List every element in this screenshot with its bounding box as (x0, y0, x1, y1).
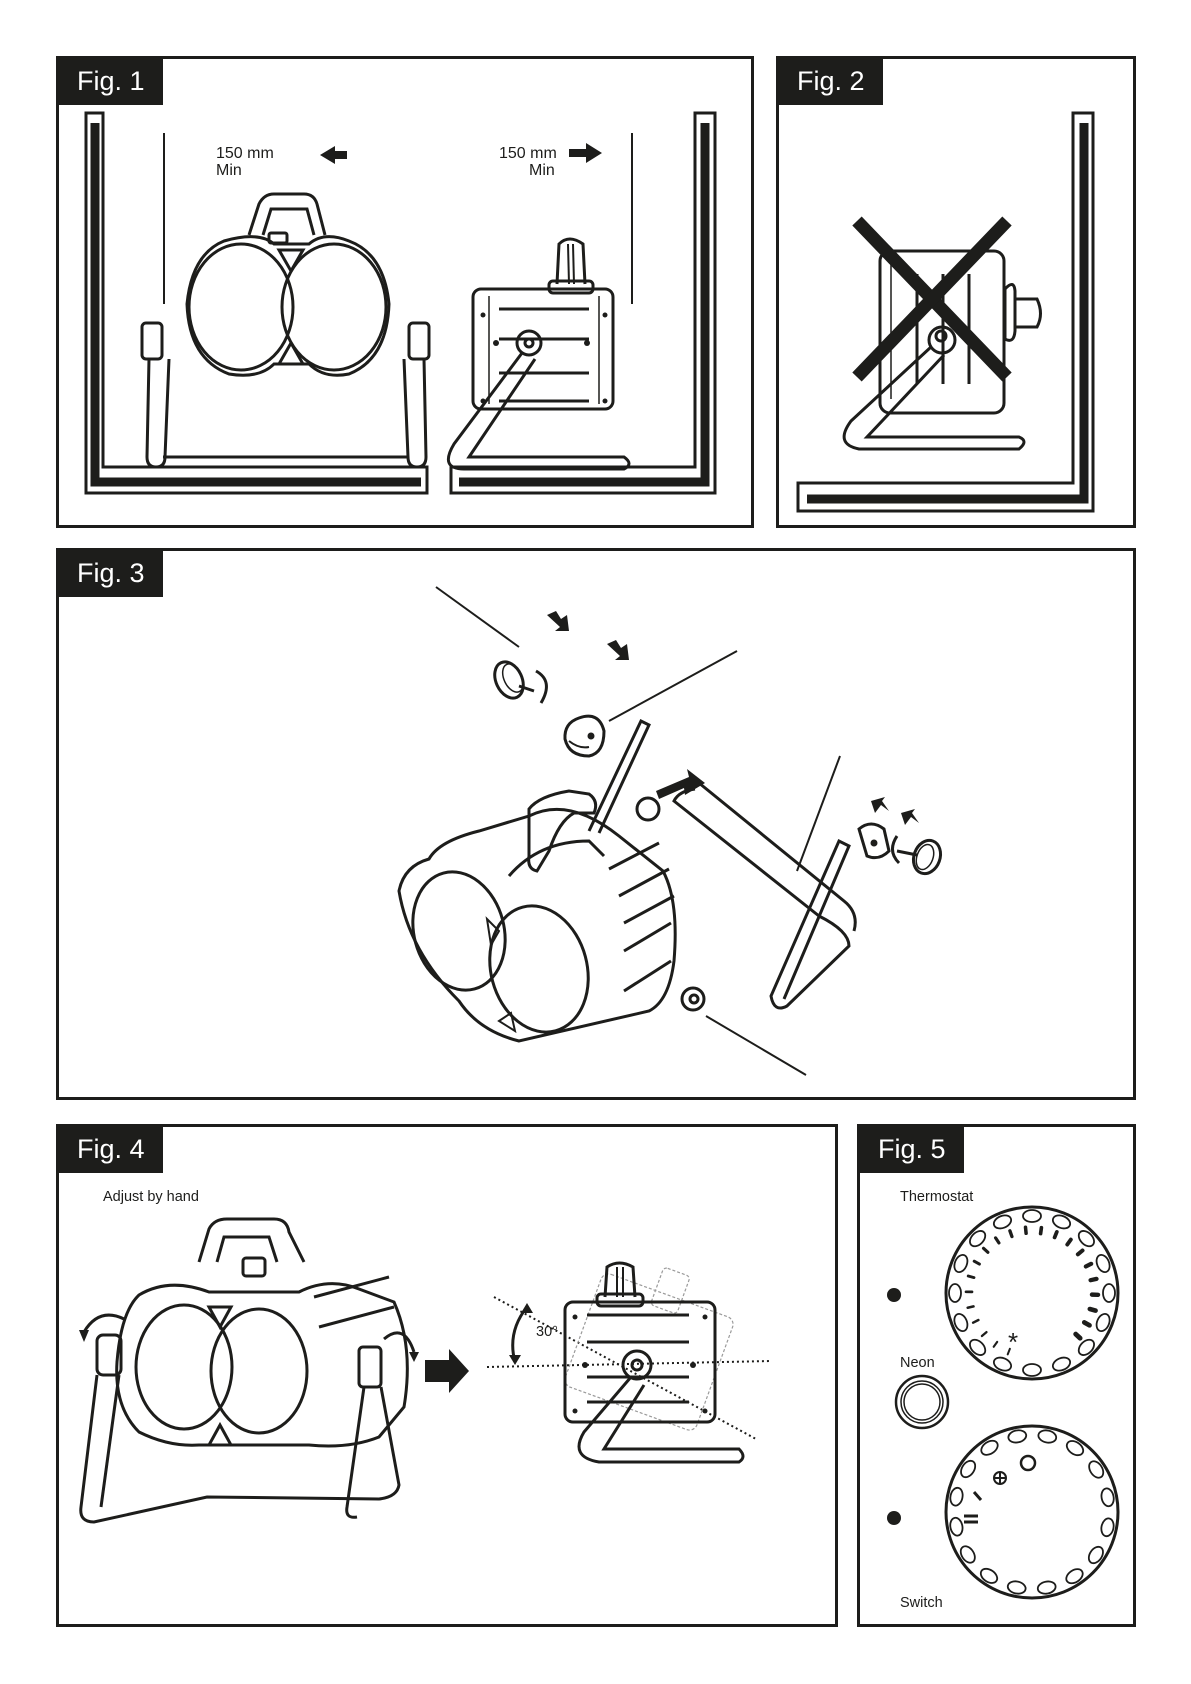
dial-grip (1100, 1487, 1115, 1507)
setting-one-icon (974, 1492, 981, 1500)
figure-2-panel: Fig. 2 (776, 56, 1136, 528)
thermostat-scale-mark (996, 1238, 999, 1243)
wall-floor-thick-right (459, 123, 705, 482)
figure-5-panel: Fig. 5 Thermostat Neon Switch * (857, 1124, 1136, 1627)
knob-part-bottom (892, 836, 945, 877)
figure-2-label: Fig. 2 (779, 59, 883, 105)
arrow-down-right-icon (547, 611, 569, 631)
thermostat-scale-mark (1091, 1279, 1097, 1280)
thermostat-scale-mark (1067, 1240, 1071, 1245)
dial-grip (1007, 1580, 1027, 1595)
angle-arc (513, 1307, 527, 1362)
left-clearance-value: 150 mm (216, 145, 274, 162)
heater-front-tilted (81, 1219, 408, 1522)
leader-line-cap (609, 651, 737, 721)
heater-side-view (565, 1263, 743, 1462)
figure-3-illustration (59, 551, 1139, 1103)
switch-dial (946, 1426, 1118, 1598)
knob-part-top (489, 657, 546, 703)
setting-two-icon (964, 1516, 978, 1522)
fan-symbol-icon (994, 1472, 1006, 1484)
figure-4-label: Fig. 4 (59, 1127, 163, 1173)
figure-2-illustration (779, 59, 1139, 531)
end-cap-part-bottom (859, 824, 889, 858)
arrow-right-large-icon (425, 1349, 469, 1393)
right-clearance-value: 150 mm (499, 145, 557, 162)
leader-line-pivot (706, 1016, 806, 1075)
switch-dial-outline (946, 1426, 1118, 1598)
dial-grip (1007, 1429, 1027, 1444)
figure-1-illustration (59, 59, 757, 531)
figure-3-label: Fig. 3 (59, 551, 163, 597)
stand-frame (674, 783, 855, 1008)
dial-grip (949, 1517, 964, 1537)
arrow-left-icon (320, 146, 347, 164)
thermostat-scale-mark (968, 1306, 974, 1307)
thermostat-scale-mark (1086, 1264, 1091, 1267)
arrow-head-icon (79, 1330, 89, 1342)
thermostat-scale-mark (1078, 1251, 1083, 1255)
heater-side-view (448, 239, 629, 469)
switch-indicator-dot (887, 1511, 901, 1525)
figure-4-panel: Fig. 4 Adjust by hand 30° (56, 1124, 838, 1627)
arrow-head-icon (409, 1352, 419, 1362)
dial-grip (1103, 1284, 1115, 1302)
figure-3-panel: Fig. 3 (56, 548, 1136, 1100)
thermostat-indicator-dot (887, 1288, 901, 1302)
right-clearance-qualifier: Min (499, 162, 557, 179)
left-clearance-note: 150 mm Min (216, 145, 274, 179)
arrow-up-left-icon (901, 809, 919, 825)
thermostat-scale-mark (1084, 1322, 1089, 1325)
adjust-instruction: Adjust by hand (103, 1189, 199, 1205)
leader-line-knob (436, 587, 519, 647)
thermostat-scale-mark (1055, 1232, 1057, 1238)
end-cap-part-top (565, 716, 604, 756)
thermostat-scale-mark (1041, 1228, 1042, 1234)
thermostat-scale-mark (984, 1248, 988, 1252)
figure-5-label: Fig. 5 (860, 1127, 964, 1173)
switch-label: Switch (900, 1595, 943, 1611)
thermostat-scale-mark (1026, 1227, 1027, 1233)
thermostat-scale-mark (1076, 1334, 1080, 1338)
dial-grip (1037, 1429, 1057, 1444)
dial-grip (1023, 1210, 1041, 1222)
thermostat-dial (946, 1207, 1118, 1379)
thermostat-scale-mark (982, 1332, 987, 1336)
off-symbol-icon (1021, 1456, 1035, 1470)
tilt-angle-label: 30° (536, 1324, 558, 1340)
thermostat-scale-mark (994, 1342, 998, 1347)
dial-grip (1037, 1580, 1057, 1595)
thermostat-scale-mark (968, 1276, 974, 1278)
thermostat-label: Thermostat (900, 1189, 973, 1205)
heater-front-view (142, 194, 429, 467)
tilted-heater-ghost (563, 1267, 736, 1432)
wall-floor-outline-right (451, 113, 715, 493)
dial-grip (1023, 1364, 1041, 1376)
dial-grip (1100, 1517, 1115, 1537)
left-clearance-qualifier: Min (216, 162, 274, 179)
arrow-right-icon (569, 143, 602, 163)
neon-label: Neon (900, 1355, 935, 1371)
neon-lamp-icon (896, 1376, 948, 1428)
dial-grip (949, 1284, 961, 1302)
thermostat-scale-mark (973, 1320, 978, 1323)
right-clearance-note: 150 mm Min (499, 145, 557, 179)
thermostat-scale-mark (1010, 1231, 1012, 1237)
dial-grip (949, 1487, 964, 1507)
heater-body-perspective (399, 791, 704, 1043)
thermostat-scale-mark (1090, 1309, 1096, 1311)
thermostat-scale-mark (974, 1261, 979, 1264)
figure-1-label: Fig. 1 (59, 59, 163, 105)
arrow-down-right-icon (607, 640, 629, 660)
figure-1-panel: Fig. 1 150 mm Min 150 mm Min (56, 56, 754, 528)
horizontal-axis-line (487, 1361, 771, 1367)
frost-symbol-icon: * (1008, 1327, 1018, 1358)
arrow-up-left-icon (871, 797, 889, 813)
